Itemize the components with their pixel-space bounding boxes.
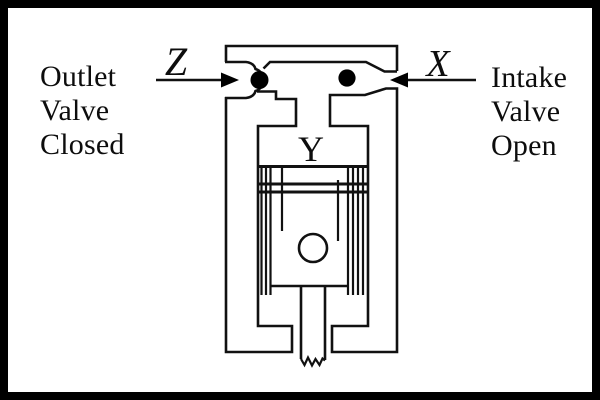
outlet-caption: Outlet Valve Closed	[40, 60, 125, 162]
x-arrow-head	[390, 72, 408, 88]
wrist-pin	[297, 232, 329, 264]
label-x: X	[426, 43, 450, 85]
piston-pump-diagram	[156, 44, 476, 368]
intake-caption: Intake Valve Open	[491, 61, 567, 163]
head-top-bar	[224, 44, 399, 71]
body-right-outline	[328, 87, 399, 354]
outlet-caption-line1: Outlet	[40, 60, 117, 93]
label-y: Y	[298, 129, 324, 169]
intake-caption-line2: Valve	[491, 95, 561, 128]
intake-valve-ball	[338, 69, 356, 87]
intake-caption-line3: Open	[491, 129, 557, 162]
z-arrow	[156, 72, 239, 88]
label-z: Z	[164, 39, 188, 84]
z-arrow-head	[221, 72, 239, 88]
rod-break-jag	[300, 354, 326, 368]
piston-left-hatch-band	[260, 167, 272, 295]
head-inner-ceiling	[262, 60, 397, 73]
body-left-outline	[224, 90, 298, 354]
outlet-caption-line2: Valve	[40, 94, 110, 127]
intake-caption-line1: Intake	[491, 61, 568, 94]
piston-right-hatch-band	[346, 167, 365, 295]
outlet-caption-line3: Closed	[40, 128, 125, 161]
outlet-valve-ball	[250, 71, 269, 89]
x-arrow	[390, 72, 476, 88]
